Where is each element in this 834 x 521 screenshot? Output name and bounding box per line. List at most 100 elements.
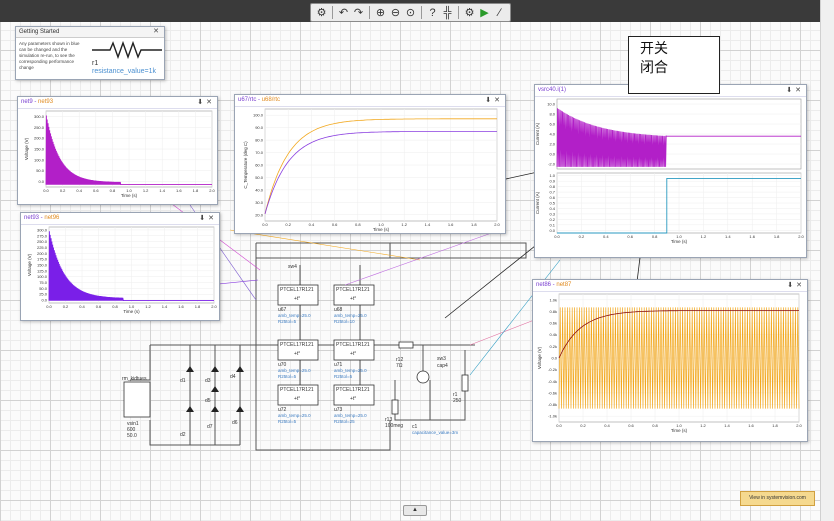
- thermistor-u71[interactable]: [333, 339, 375, 361]
- diode-d7[interactable]: [211, 406, 219, 412]
- plot-panel-net86[interactable]: net86 - net87⬇✕-1.0k-0.8k-0.6k-0.4k-0.2k…: [532, 279, 808, 442]
- y-tick-label: 0.9: [549, 179, 555, 184]
- label-sw3: sw3: [437, 356, 446, 362]
- label-sw4: sw4: [288, 264, 297, 270]
- getting-started-panel: Getting Started ✕ Any parameters shown i…: [15, 26, 165, 80]
- y-tick-label: 100.0: [253, 113, 264, 118]
- thermistor-param-amb-temp[interactable]: amb_temp=25.0: [278, 368, 311, 373]
- diode-d6[interactable]: [236, 406, 244, 412]
- series-label: u67/rtc: [238, 97, 257, 103]
- resistor-r1[interactable]: [461, 374, 469, 392]
- thermistor-param-tolerance[interactable]: R25tol=5: [334, 374, 353, 379]
- plot-svg: -1.0k-0.8k-0.6k-0.4k-0.2k0.00.2k0.4k0.6k…: [537, 293, 803, 433]
- x-tick-label: 0.6: [93, 188, 99, 193]
- close-icon[interactable]: ⬇✕: [787, 282, 805, 289]
- thermistor-param-amb-temp[interactable]: amb_temp=25.0: [278, 313, 311, 318]
- y-tick-label: 2.0: [549, 142, 555, 147]
- series-line: [557, 178, 801, 234]
- resistor-r12[interactable]: [398, 341, 414, 349]
- x-tick-label: 1.8: [195, 304, 201, 309]
- voltage-source-block[interactable]: [123, 381, 151, 418]
- split-icon[interactable]: ╬: [443, 6, 452, 19]
- thermistor-param-amb-temp[interactable]: amb_temp=25.0: [334, 313, 367, 318]
- x-tick-label: 0.8: [652, 423, 658, 428]
- zoom-in-icon[interactable]: ⊕: [375, 7, 386, 19]
- thermistor-param-tolerance[interactable]: R25tol=10: [334, 319, 355, 324]
- y-tick-label: 0.5: [549, 201, 555, 206]
- thermistor-u68[interactable]: [333, 284, 375, 306]
- toolbar-separator: [332, 6, 333, 19]
- thermistor-name: u70: [278, 362, 287, 368]
- redo-icon[interactable]: ↷: [353, 7, 364, 19]
- x-axis-label: Time (s): [121, 193, 138, 198]
- thermistor-param-amb-temp[interactable]: amb_temp=25.0: [334, 413, 367, 418]
- thermistor-u73[interactable]: [333, 384, 375, 406]
- label-d4: d4: [230, 374, 236, 380]
- plot-title: net9 - net93⬇✕: [18, 97, 217, 109]
- close-icon[interactable]: ⬇✕: [197, 99, 215, 106]
- thermistor-name: u72: [278, 407, 287, 413]
- thermistor-param-amb-temp[interactable]: amb_temp=25.0: [334, 368, 367, 373]
- y-tick-label: 1.0k: [549, 297, 557, 302]
- zoom-fit-icon[interactable]: ⊙: [405, 7, 416, 19]
- x-tick-label: 0.6: [96, 304, 102, 309]
- vertical-scrollbar[interactable]: [820, 0, 834, 521]
- diode-d1[interactable]: [186, 366, 194, 372]
- diode-d5[interactable]: [211, 386, 219, 392]
- y-tick-label: 50.0: [39, 286, 48, 291]
- x-tick-label: 0.0: [554, 234, 560, 239]
- component-value[interactable]: resistance_value=1k: [92, 68, 157, 75]
- series-label: u68/rtc: [261, 97, 281, 103]
- view-in-systemvision-link[interactable]: View in systemvision.com: [740, 491, 815, 506]
- y-tick-label: 0.8: [549, 184, 555, 189]
- plot-svg: 20.030.040.050.060.070.080.090.0100.00.0…: [243, 108, 501, 232]
- x-tick-label: 1.0: [126, 188, 132, 193]
- run-settings-icon[interactable]: ⚙: [464, 7, 475, 19]
- thermistor-param-tolerance[interactable]: R25tol=25: [334, 419, 355, 424]
- getting-started-header: Getting Started ✕: [16, 27, 164, 38]
- probe-icon[interactable]: ∕: [498, 6, 501, 19]
- run-icon[interactable]: ▶: [480, 7, 489, 19]
- thermistor-param-tolerance[interactable]: R25tol=5: [278, 419, 297, 424]
- resistor-r13[interactable]: [391, 399, 399, 415]
- thermistor-param-amb-temp[interactable]: amb_temp=25.0: [278, 413, 311, 418]
- label-c1-value[interactable]: capacitance_value=3m: [412, 430, 458, 435]
- y-axis-label: Current (A): [535, 122, 540, 145]
- x-tick-label: 0.0: [46, 304, 52, 309]
- diode-d4[interactable]: [236, 366, 244, 372]
- close-icon[interactable]: ✕: [153, 28, 162, 35]
- bottom-panel-toggle[interactable]: ▲: [403, 505, 427, 516]
- diode-d2[interactable]: [186, 406, 194, 412]
- y-axis-label: Voltage (V): [537, 346, 542, 369]
- x-tick-label: 0.8: [110, 188, 116, 193]
- resistor-icon: [92, 40, 162, 60]
- diode-d3[interactable]: [211, 366, 219, 372]
- label-r13: r13: [385, 417, 392, 423]
- label-d7: d7: [207, 424, 213, 430]
- help-icon[interactable]: ?: [429, 6, 436, 19]
- close-icon[interactable]: ⬇✕: [786, 87, 804, 94]
- ammeter[interactable]: [416, 370, 430, 384]
- thermistor-u70[interactable]: [277, 339, 319, 361]
- thermistor-param-tolerance[interactable]: R25tol=5: [278, 319, 297, 324]
- y-tick-label: 0.7: [549, 190, 555, 195]
- x-axis-label: Time (s): [373, 227, 390, 232]
- thermistor-u67[interactable]: [277, 284, 319, 306]
- close-icon[interactable]: ⬇✕: [485, 97, 503, 104]
- undo-icon[interactable]: ↶: [338, 7, 349, 19]
- settings-icon[interactable]: ⚙: [316, 7, 327, 19]
- close-icon[interactable]: ⬇✕: [199, 215, 217, 222]
- zoom-out-icon[interactable]: ⊖: [390, 7, 401, 19]
- thermistor-u72[interactable]: [277, 384, 319, 406]
- thermistor-param-tolerance[interactable]: R25tol=5: [278, 374, 297, 379]
